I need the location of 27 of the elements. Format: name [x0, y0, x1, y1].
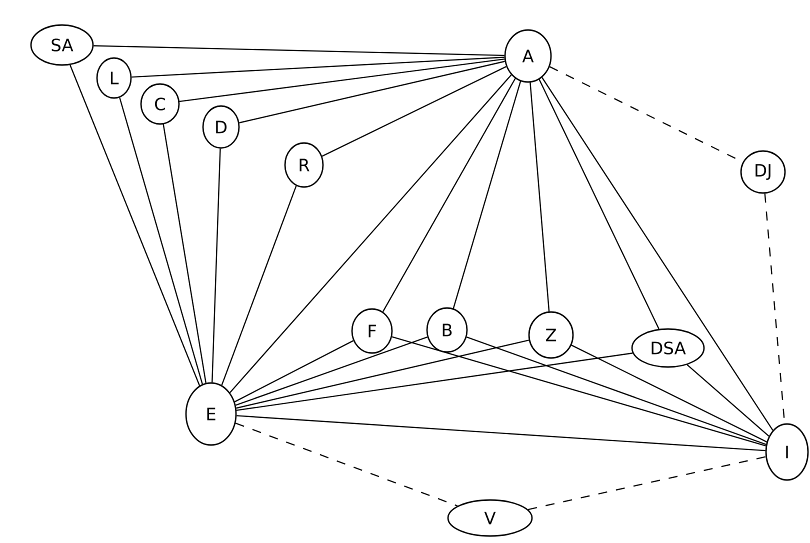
line	[132, 56, 504, 78]
line	[571, 344, 767, 442]
line	[538, 79, 660, 330]
line	[230, 74, 512, 393]
line	[221, 186, 297, 386]
line	[686, 364, 770, 437]
dashed-line	[528, 456, 766, 510]
line	[70, 64, 200, 386]
line	[119, 97, 203, 384]
line	[234, 340, 354, 402]
line	[162, 124, 206, 384]
dashed-line	[235, 422, 458, 506]
line	[94, 45, 504, 56]
line	[530, 82, 550, 312]
line	[322, 66, 507, 157]
line	[236, 415, 766, 452]
line	[239, 60, 505, 124]
line	[212, 148, 221, 382]
line	[542, 77, 774, 431]
line	[236, 340, 529, 409]
line	[236, 352, 633, 411]
line	[452, 81, 522, 309]
line	[382, 78, 516, 312]
line	[236, 336, 428, 406]
line	[179, 58, 505, 102]
line	[392, 336, 766, 446]
line	[466, 336, 766, 446]
